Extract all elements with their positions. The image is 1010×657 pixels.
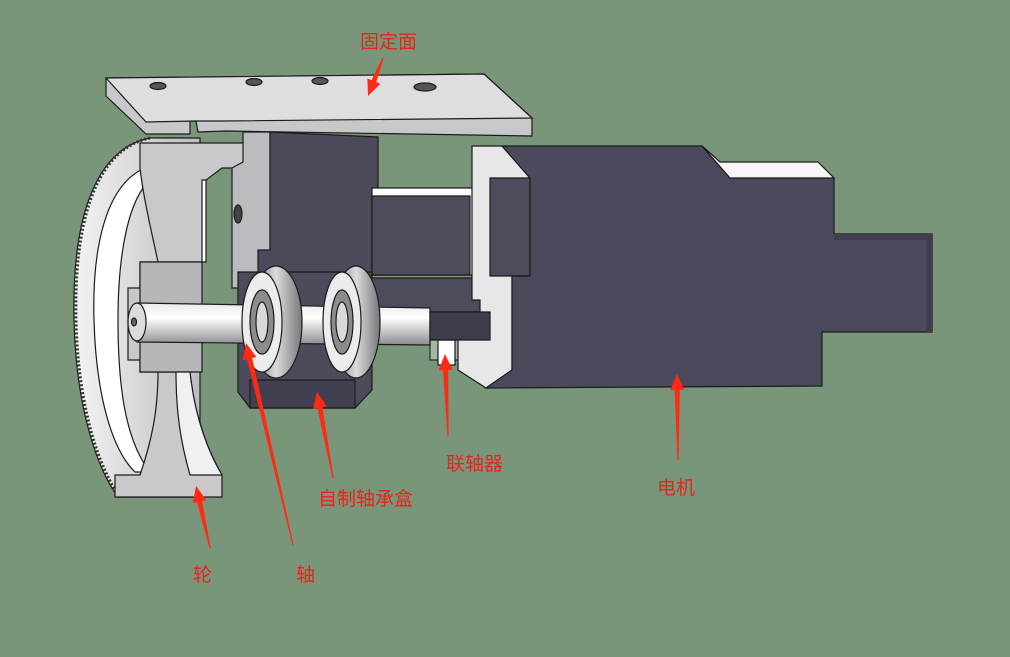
arrow-motor	[670, 374, 685, 460]
callout-arrows	[192, 57, 685, 549]
label-mount-face: 固定面	[360, 31, 418, 53]
bearing-right	[322, 265, 381, 379]
mounting-plate	[104, 73, 534, 289]
label-motor: 电机	[657, 477, 696, 499]
arrow-wheel	[192, 486, 211, 549]
arrow-mount-face	[367, 57, 384, 96]
bearing-left	[241, 265, 303, 379]
label-coupling: 联轴器	[446, 453, 504, 475]
arrow-shaft	[242, 343, 294, 546]
label-shaft: 轴	[296, 564, 316, 586]
label-wheel: 轮	[193, 564, 213, 586]
label-bearing-box: 自制轴承盒	[318, 488, 414, 510]
arrow-bearing-box	[313, 392, 334, 479]
arrow-coupling	[438, 354, 453, 436]
motor-part	[457, 145, 933, 389]
